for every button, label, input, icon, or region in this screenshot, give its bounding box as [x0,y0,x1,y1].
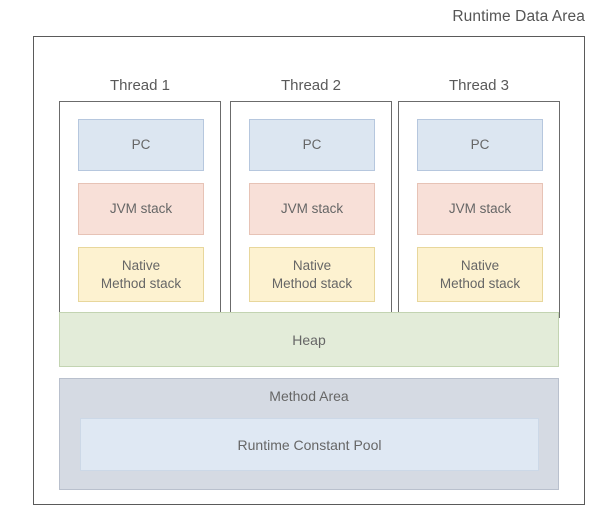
thread-3-pc-block: PC [417,119,543,171]
thread-2-jvm-stack-block: JVM stack [249,183,375,235]
method-area-box: Method Area Runtime Constant Pool [59,378,559,490]
thread-3-label: Thread 3 [448,77,510,94]
native-label-line-1: Native [460,257,500,273]
runtime-constant-pool-box: Runtime Constant Pool [80,418,539,471]
thread-3-jvm-stack-block: JVM stack [417,183,543,235]
method-area-label: Method Area [269,388,349,404]
thread-1-label: Thread 1 [109,77,171,94]
heap-box: Heap [59,312,559,367]
thread-2-label: Thread 2 [280,77,342,94]
diagram-title: Runtime Data Area [452,8,585,25]
thread-1-pc-block: PC [78,119,204,171]
native-label-line-2: Method stack [271,275,353,291]
thread-2-pc-block: PC [249,119,375,171]
native-label-line-2: Method stack [439,275,521,291]
native-label-line-1: Native [121,257,161,273]
thread-1-jvm-stack-block: JVM stack [78,183,204,235]
native-label-line-2: Method stack [100,275,182,291]
native-label-line-1: Native [292,257,332,273]
